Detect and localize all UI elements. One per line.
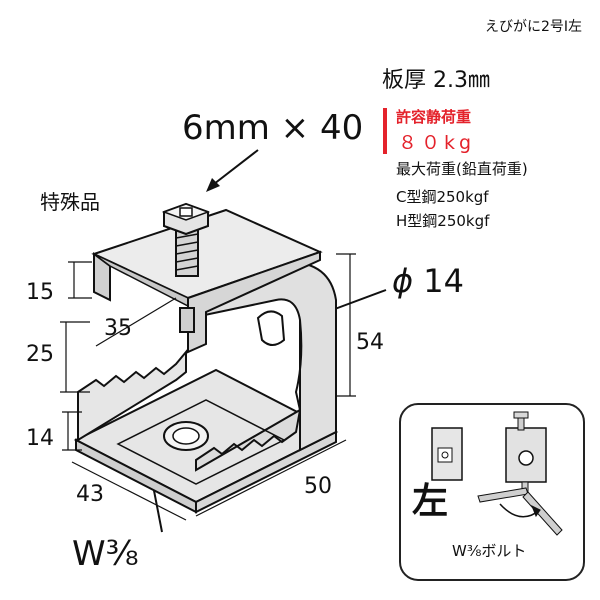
hex-bolt — [161, 202, 211, 333]
special-item-label: 特殊品 — [40, 190, 100, 214]
dimension-25: 25 — [26, 342, 54, 367]
dimension-35: 35 — [104, 316, 132, 341]
allowable-load-value: ８０kg — [398, 132, 476, 154]
thread-spec-callout: W⅜ — [72, 534, 139, 574]
clamp-body — [73, 208, 339, 514]
plate-thickness: 板厚 2.3㎜ — [382, 68, 490, 93]
bolt-spec-callout: 6mm × 40 — [182, 108, 364, 148]
dimension-43: 43 — [76, 482, 104, 507]
hole-diameter-value: 14 — [423, 262, 464, 300]
h-steel-load: H型鋼250kgf — [396, 212, 490, 230]
dimension-54: 54 — [356, 330, 384, 355]
dimension-14: 14 — [26, 426, 54, 451]
bolt-leader-arrow — [206, 149, 259, 192]
product-name: えびがに2号I左 — [484, 19, 582, 35]
c-steel-load: C型鋼250kgf — [396, 188, 489, 206]
inset-panel — [399, 403, 585, 581]
dimension-lines — [60, 253, 356, 521]
allowable-load-label: 許容静荷重 — [396, 108, 472, 126]
diameter-symbol: ϕ — [392, 262, 414, 300]
max-load-label: 最大荷重(鉛直荷重) — [396, 160, 528, 178]
inset-clamp-front — [431, 427, 463, 481]
inset-side-label: 左 — [412, 481, 449, 522]
dimension-15: 15 — [26, 280, 54, 305]
allowable-load-marker — [383, 108, 387, 154]
inset-bolt-note: W⅜ボルト — [452, 542, 527, 560]
hole-diameter-callout: ϕ 14 — [392, 262, 464, 300]
dimension-50: 50 — [304, 474, 332, 499]
inset-threaded-rods — [477, 487, 563, 536]
